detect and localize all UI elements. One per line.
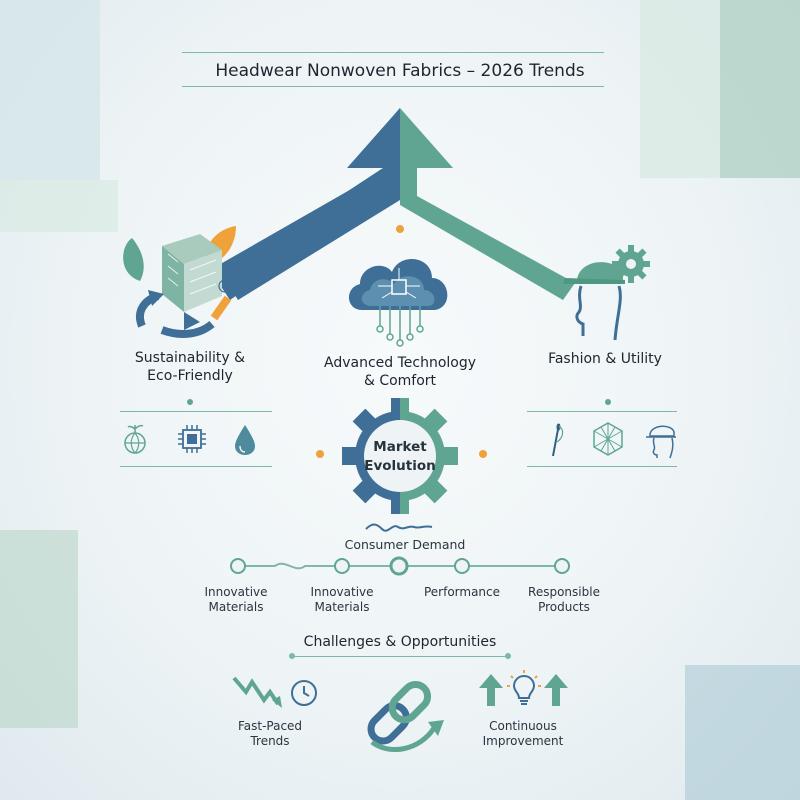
title-rule-top <box>182 52 604 53</box>
demand-node-4-line2: Products <box>538 600 590 614</box>
timeline-node-1 <box>230 558 246 574</box>
bg-panel-bottom-left <box>0 530 78 728</box>
wave-accent <box>365 523 433 532</box>
globe-plant-icon <box>124 424 146 454</box>
demand-node-2-line2: Materials <box>314 600 370 614</box>
sustainability-icon <box>123 226 236 338</box>
bg-panel-top-left-lower <box>0 180 118 232</box>
needle-icon <box>552 423 564 457</box>
challenge-1-line1: Fast-Paced <box>237 719 303 733</box>
timeline-node-3 <box>389 556 409 576</box>
recycle-arrows-icon <box>136 290 232 338</box>
zigzag-trend-icon <box>232 676 282 708</box>
bg-panel-top-left <box>0 0 100 180</box>
challenge-2-line2: Improvement <box>482 734 564 748</box>
market-evolution-gear <box>342 398 458 514</box>
page-title: Headwear Nonwoven Fabrics – 2026 Trends <box>215 61 585 81</box>
cloud-circuit-icon <box>348 259 448 347</box>
clock-icon <box>291 680 317 706</box>
challenges-rule-dot-left <box>289 653 295 659</box>
head-cap-icon <box>563 245 650 341</box>
left-row-dot <box>187 399 193 405</box>
center-label-line1: Market <box>373 439 427 455</box>
up-arrow-icon <box>479 674 503 706</box>
timeline-node-4 <box>454 558 470 574</box>
center-label-line2: Evolution <box>364 458 436 474</box>
right-row-rule-bottom <box>527 466 677 467</box>
pillar-sustainability-line1: Sustainability & <box>134 350 246 366</box>
arrow-head-right <box>400 108 453 168</box>
leaf-icon <box>123 238 144 281</box>
right-row-dot <box>605 399 611 405</box>
timeline-node-5 <box>554 558 570 574</box>
arrow-head-left <box>347 108 400 168</box>
demand-node-2-line1: Innovative <box>310 585 374 599</box>
lightbulb-icon <box>507 670 541 705</box>
left-row-rule-bottom <box>120 466 272 467</box>
consumer-demand-label: Consumer Demand <box>344 537 466 552</box>
consumer-demand-timeline <box>230 556 570 576</box>
right-row-rule-top <box>527 411 677 412</box>
challenges-rule <box>292 656 508 657</box>
accent-dot-left <box>316 450 324 458</box>
bg-panel-top-right-dark <box>720 0 800 178</box>
mesh-icon <box>593 422 623 456</box>
water-drop-icon <box>235 425 255 455</box>
demand-node-1-line2: Materials <box>208 600 264 614</box>
timeline-node-2 <box>334 558 350 574</box>
pillar-sustainability-line2: Eco-Friendly <box>147 368 233 384</box>
up-arrow-icon-right <box>544 674 568 706</box>
challenge-2-line1: Continuous <box>489 719 557 733</box>
pillar-technology-line1: Advanced Technology <box>323 355 477 371</box>
demand-node-1-line1: Innovative <box>204 585 268 599</box>
demand-node-3-line1: Performance <box>423 585 501 599</box>
arrow-shaft-right <box>400 168 575 300</box>
gear-icon <box>612 245 650 283</box>
left-row-rule-top <box>120 411 272 412</box>
accent-dot <box>396 225 404 233</box>
chip-icon <box>178 425 206 453</box>
pillar-technology-line2: & Comfort <box>363 373 437 389</box>
fabric-cube-icon <box>162 234 222 312</box>
bg-panel-top-right <box>640 0 720 178</box>
chain-link-icon <box>367 680 444 752</box>
pillar-fashion-label: Fashion & Utility <box>548 351 662 367</box>
title-rule-bottom <box>182 86 604 87</box>
arrow-shaft-left <box>222 168 400 300</box>
challenge-1-line2: Trends <box>250 734 290 748</box>
challenges-title: Challenges & Opportunities <box>303 634 497 650</box>
accent-dot-right <box>479 450 487 458</box>
bg-panel-bottom-right <box>685 665 800 800</box>
challenges-rule-dot-right <box>505 653 511 659</box>
demand-node-4-line1: Responsible <box>528 585 600 599</box>
cap-head-icon <box>646 425 676 459</box>
